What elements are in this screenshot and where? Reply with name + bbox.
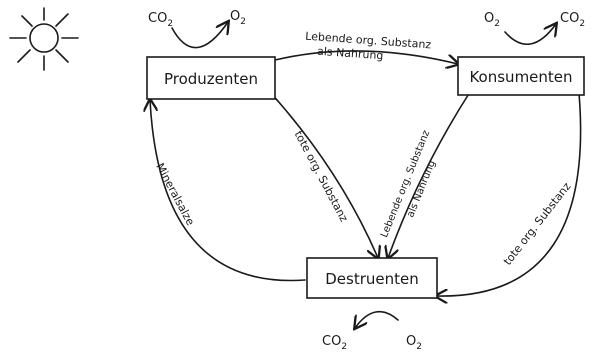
arrow-produzenten-to-destruenten [269, 91, 378, 258]
box-destruenten: Destruenten [306, 257, 438, 299]
box-produzenten: Produzenten [146, 56, 276, 100]
gas-label-o2-konsumenten: O2 [484, 11, 500, 29]
arrow-konsumenten-to-destruenten-outer [436, 81, 582, 296]
gas-label-co2-konsumenten: CO2 [560, 11, 585, 29]
label-top-line2: als Nahrung [317, 45, 384, 63]
gas-label-o2-destruenten: O2 [406, 334, 422, 352]
arrow-produzenten-to-konsumenten [274, 50, 458, 64]
box-konsumenten-label: Konsumenten [469, 68, 572, 86]
label-diag-left: tote org. Substanz [292, 129, 351, 225]
gas-label-co2-produzenten: CO2 [148, 11, 173, 29]
label-right-curve: tote org. Substanz [501, 180, 574, 268]
gas-arrow-produzenten [171, 22, 228, 49]
box-destruenten-label: Destruenten [325, 270, 419, 288]
arrow-destruenten-to-produzenten [150, 100, 306, 282]
gas-arrow-destruenten [355, 310, 399, 328]
gas-label-o2-produzenten: O2 [230, 9, 246, 27]
arrow-konsumenten-to-destruenten [388, 91, 471, 258]
label-left-curve: Mineralsalze [153, 161, 197, 228]
box-produzenten-label: Produzenten [164, 70, 258, 88]
gas-arrow-konsumenten [504, 24, 556, 46]
sun-icon [9, 7, 79, 71]
gas-label-co2-destruenten: CO2 [322, 334, 347, 352]
box-konsumenten: Konsumenten [457, 56, 585, 96]
